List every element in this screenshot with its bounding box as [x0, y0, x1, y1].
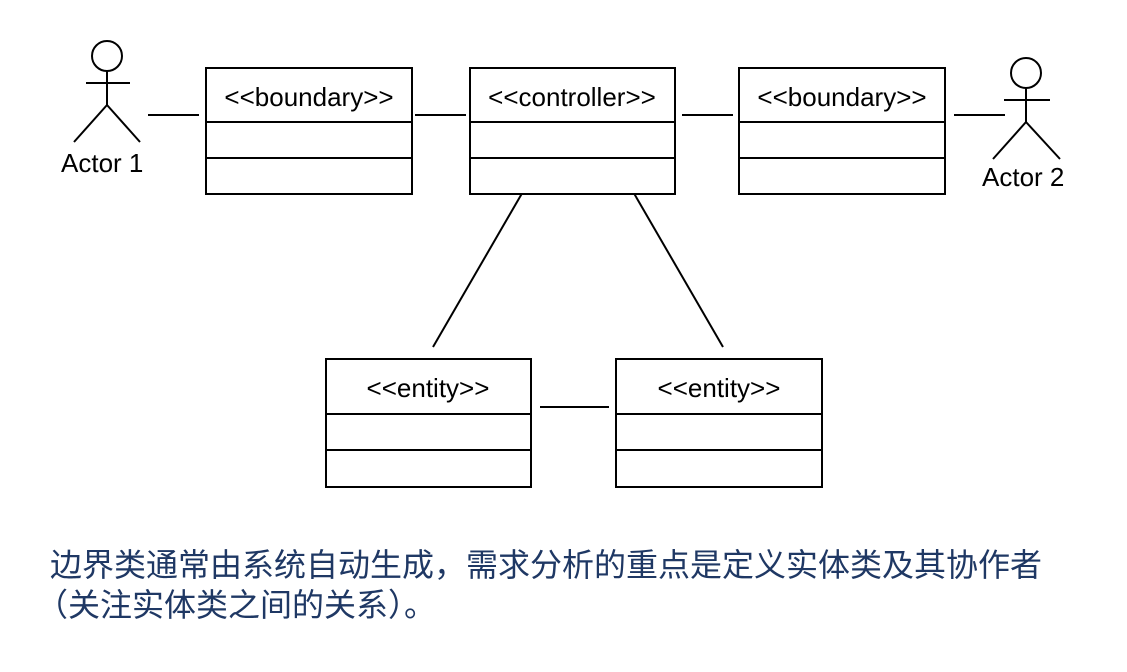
- actor-2: [992, 57, 1061, 160]
- controller-stereotype: <<controller>>: [488, 82, 656, 112]
- boundary-left-stereotype: <<boundary>>: [224, 82, 393, 112]
- assoc-controller-entity-right: [627, 182, 724, 348]
- association-lines: [148, 114, 1005, 408]
- entity-left-stereotype: <<entity>>: [367, 373, 490, 403]
- caption: 边界类通常由系统自动生成，需求分析的重点是定义实体类及其协作者 （关注实体类之间…: [36, 545, 1043, 625]
- actor-1-head: [91, 40, 123, 72]
- class-boundary-right: [738, 67, 946, 195]
- class-boundary-left: [205, 67, 413, 195]
- actor-1: [73, 40, 141, 143]
- actor-1-label: Actor 1: [61, 148, 143, 178]
- entity-right-stereotype: <<entity>>: [658, 373, 781, 403]
- actor-2-head: [1010, 57, 1042, 89]
- actor-2-label: Actor 2: [982, 162, 1064, 192]
- class-controller: [469, 67, 676, 195]
- caption-line-1: 边界类通常由系统自动生成，需求分析的重点是定义实体类及其协作者: [50, 546, 1043, 584]
- class-entity-left: [325, 358, 532, 488]
- class-entity-right: [615, 358, 823, 488]
- caption-line-2: （关注实体类之间的关系）。: [36, 586, 437, 624]
- assoc-controller-entity-left: [432, 182, 529, 348]
- boundary-right-stereotype: <<boundary>>: [757, 82, 926, 112]
